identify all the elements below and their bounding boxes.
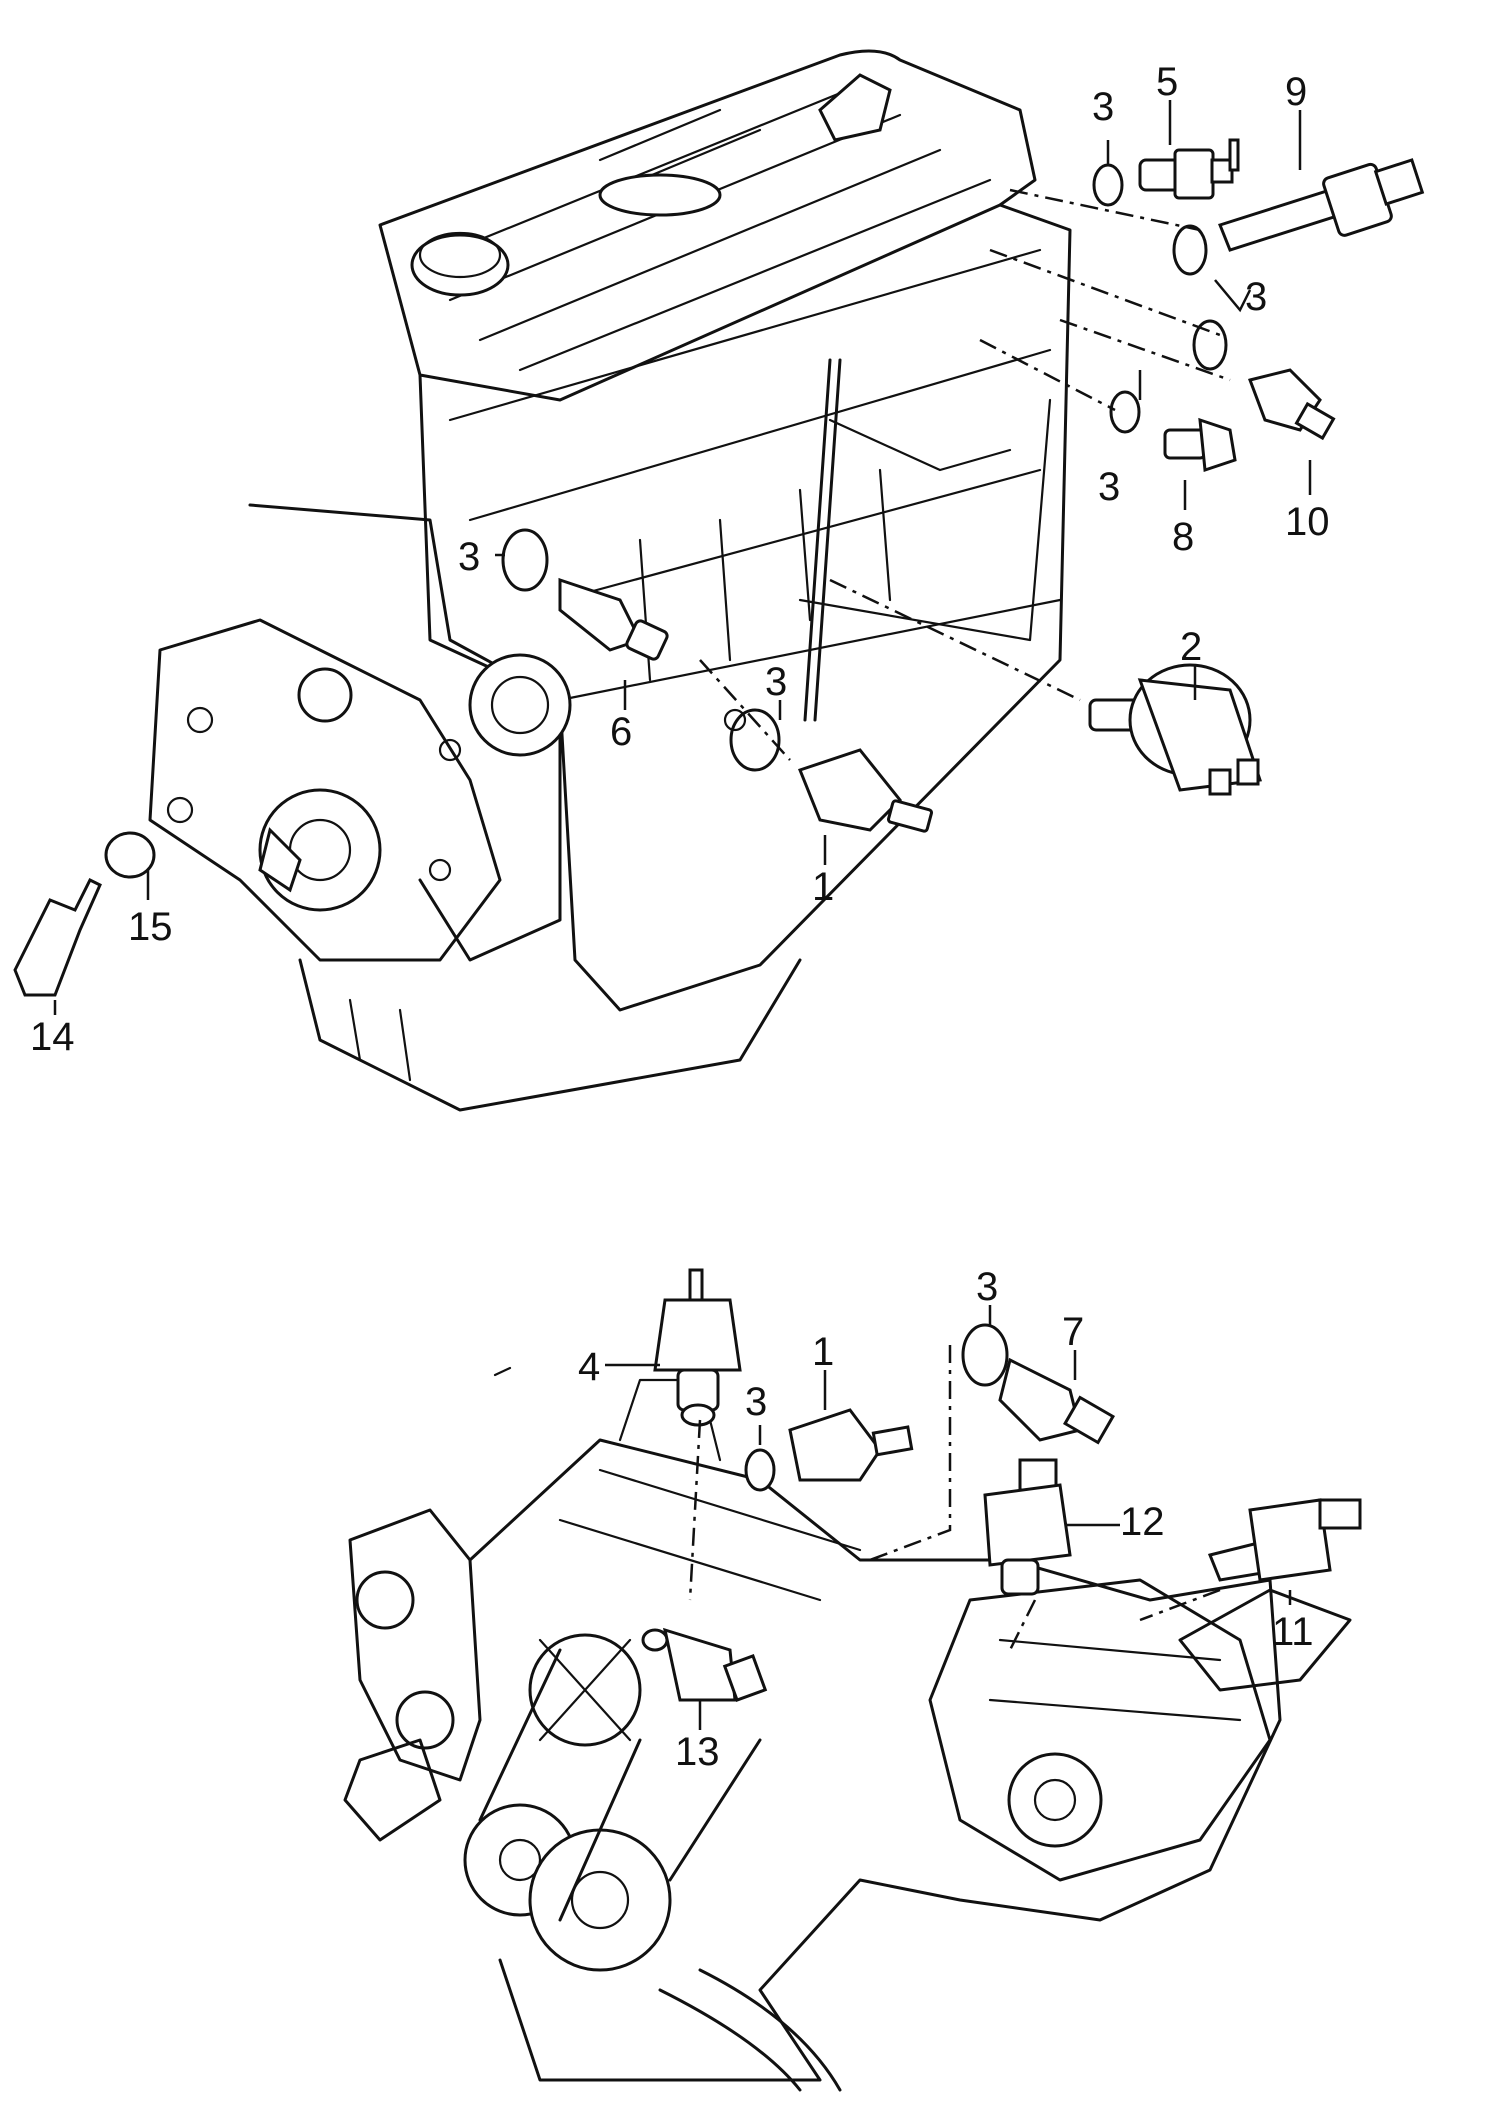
part-12-temperature-sender-icon [983, 1458, 1072, 1596]
part-8-plug-icon [1163, 417, 1237, 473]
part-5-sender-icon [1138, 138, 1240, 200]
callout-6: 6 [610, 710, 632, 754]
washer-icon [501, 528, 549, 592]
callout-8: 8 [1172, 515, 1194, 559]
part-7-sender-icon [998, 1357, 1116, 1445]
o-ring-icon [744, 1448, 776, 1492]
upper-parts [13, 138, 1425, 997]
part-9-temperature-sensor-icon [1218, 158, 1425, 252]
callout-7: 7 [1062, 1310, 1084, 1354]
callout-15: 15 [128, 905, 173, 949]
washer-icon [1172, 224, 1208, 276]
washer-icon [1092, 163, 1124, 207]
callout-1: 1 [812, 865, 834, 909]
callout-9: 9 [1285, 70, 1307, 114]
callout-1: 1 [812, 1330, 834, 1374]
callout-14: 14 [30, 1015, 75, 1059]
callout-3: 3 [1098, 465, 1120, 509]
callout-5: 5 [1156, 60, 1178, 104]
part-13-sender-icon [641, 1627, 768, 1702]
callout-4: 4 [578, 1345, 600, 1389]
callout-13: 13 [675, 1730, 720, 1774]
part-4-temperature-sender-icon [653, 1268, 742, 1427]
lower-parts [641, 1268, 1362, 1702]
callout-2: 2 [1180, 625, 1202, 669]
callout-3: 3 [1092, 85, 1114, 129]
callout-3: 3 [976, 1265, 998, 1309]
part-11-temperature-sender-icon [1207, 1498, 1362, 1582]
callout-10: 10 [1285, 500, 1330, 544]
upper-engine-drawing [148, 49, 1072, 1112]
washer-icon [729, 708, 781, 772]
part-2-oil-pressure-sender-icon [1088, 663, 1263, 796]
part-14-plug-icon [13, 877, 102, 997]
callout-12: 12 [1120, 1500, 1165, 1544]
part-1-temperature-switch-icon [788, 1408, 914, 1482]
callout-3: 3 [765, 660, 787, 704]
part-1-temperature-switch-icon [798, 748, 933, 833]
callout-3: 3 [458, 535, 480, 579]
washer-icon [961, 1323, 1009, 1387]
callout-11: 11 [1272, 1610, 1314, 1654]
lower-leaders [493, 1305, 1292, 1730]
callout-3: 3 [745, 1380, 767, 1424]
callout-3: 3 [1245, 275, 1267, 319]
part-6-sensor-icon [558, 577, 669, 661]
part-15-washer-icon [104, 831, 156, 879]
lower-engine-drawing [343, 1378, 1352, 2092]
part-10-switch-icon [1248, 368, 1336, 441]
callout-labels: 3 5 9 3 3 10 8 3 2 3 6 1 15 14 3 7 4 1 3… [30, 60, 1330, 1774]
washer-icon [1109, 390, 1141, 434]
upper-leaders [53, 100, 1312, 1015]
